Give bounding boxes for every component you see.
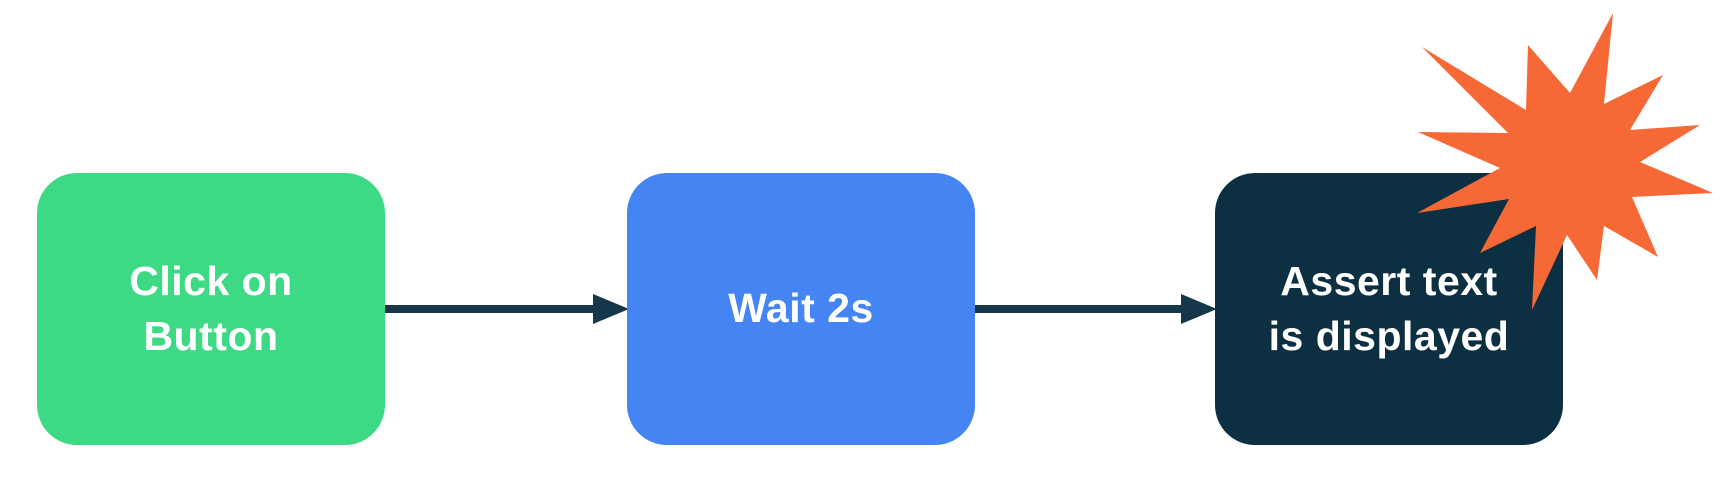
explosion-starburst-icon [1417, 13, 1713, 310]
flow-node-wait-2s: Wait 2s [627, 173, 975, 445]
node-label-assert-text-is-displayed: Assert text is displayed [1268, 257, 1510, 359]
flow-node-click-on-button: Click on Button [37, 173, 385, 445]
connector-line-1 [385, 305, 597, 313]
explosion-starburst-shape [1417, 13, 1713, 310]
connector-arrowhead-2 [1181, 294, 1217, 324]
node-label-click-on-button: Click on Button [129, 257, 293, 359]
connector-line-2 [973, 305, 1185, 313]
connector-arrowhead-1 [593, 294, 629, 324]
node-label-wait-2s: Wait 2s [728, 285, 874, 332]
